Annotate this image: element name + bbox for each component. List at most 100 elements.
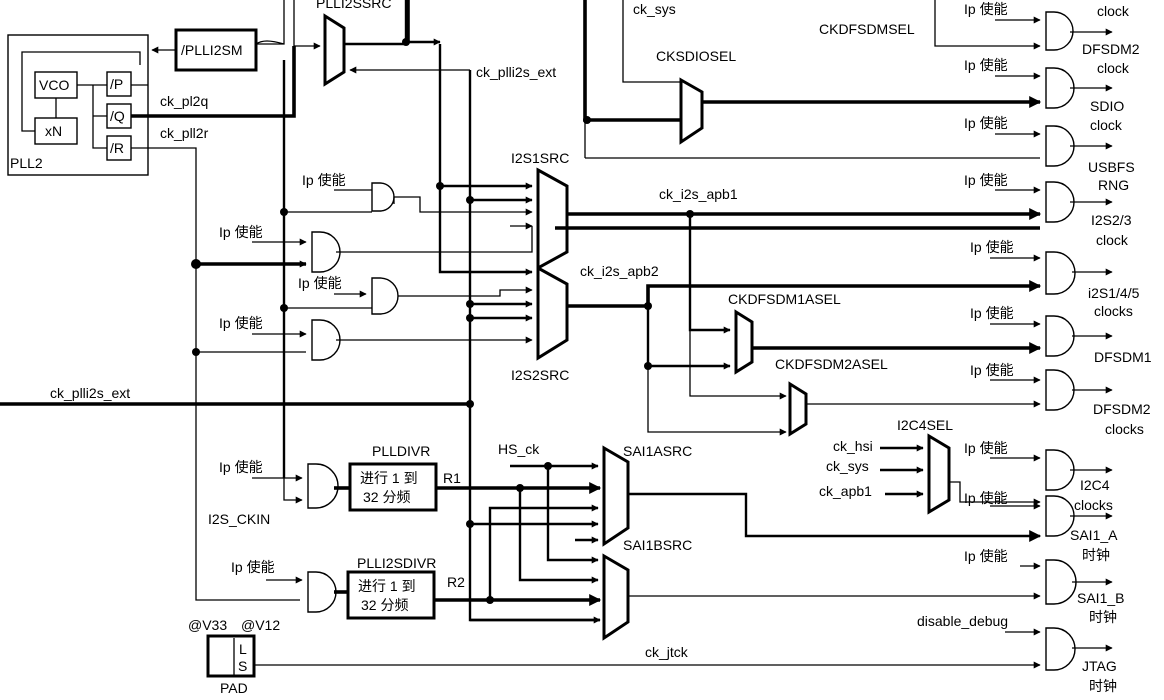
ck-plli2s-ext-label-top: ck_plli2s_ext [476, 64, 556, 80]
div-q-box [106, 103, 132, 129]
ck-apb1-label: ck_apb1 [819, 483, 872, 499]
ip-enable-6: Ip 使能 [231, 559, 275, 575]
and-gate-4 [311, 319, 341, 361]
i2s1src-mux [536, 167, 569, 271]
plldivr-box [348, 462, 438, 512]
ck-i2s-apb1-label: ck_i2s_apb1 [659, 186, 738, 202]
output-gates: Ip 使能 Ip 使能 Ip 使能 Ip 使能 Ip 使能 Ip 使能 Ip 使… [964, 1, 1113, 671]
div-r-label: /R [110, 140, 124, 156]
plli2sm-label: /PLLI2SM [181, 42, 242, 58]
out-label-3a: USBFS [1088, 159, 1135, 175]
and-gate-out-4 [1045, 181, 1075, 223]
ip-enable-out-6: Ip 使能 [970, 305, 1014, 321]
i2c4sel-mux [927, 433, 951, 515]
plldivr-label: PLLDIVR [372, 443, 430, 459]
ip-enable-out-5: Ip 使能 [970, 239, 1014, 255]
out-label-8a: I2C4 [1080, 477, 1110, 493]
ckdfsdm2asel-label: CKDFSDM2ASEL [775, 356, 888, 372]
and-gate-out-2 [1045, 67, 1075, 109]
ck-pll2r-label: ck_pll2r [160, 125, 209, 141]
plli2sm-box [174, 28, 258, 72]
and-gate-out-7 [1045, 369, 1075, 411]
plli2sdivr-text-2: 32 分频 [361, 597, 408, 613]
out-label-5b: clocks [1094, 303, 1133, 319]
i2c4sel-label: I2C4SEL [897, 417, 953, 433]
out-label-10a: SAI1_B [1077, 590, 1124, 606]
ck-jtck-label: ck_jtck [645, 644, 689, 660]
plli2ssrc-label: PLLI2SSRC [316, 0, 391, 11]
r1-label: R1 [443, 470, 461, 486]
and-gate-out-9 [1045, 495, 1075, 537]
ck-sys-label: ck_sys [633, 1, 676, 17]
out-label-1a: DFSDM2 [1082, 41, 1140, 57]
i2s1src-label: I2S1SRC [511, 150, 569, 166]
pad-s-label: S [238, 658, 247, 674]
out-label-11b: 时钟 [1089, 678, 1117, 694]
sai1bsrc-label: SAI1BSRC [623, 537, 692, 553]
plldivr-text-1: 进行 1 到 [360, 470, 418, 486]
div-p-box [106, 71, 132, 97]
and-gate-out-10 [1045, 559, 1077, 605]
and-gate-5 [307, 463, 339, 509]
plldivr-text-2: 32 分频 [363, 489, 410, 505]
and-gate-1 [371, 182, 395, 212]
ckdfsdm2asel-mux [788, 381, 808, 437]
out-label-10b: 时钟 [1089, 609, 1117, 625]
and-gate-out-1 [1045, 11, 1074, 51]
hs-ck-label: HS_ck [498, 441, 540, 457]
pad-box [206, 634, 256, 678]
pad-l-label: L [239, 641, 247, 657]
and-gate-6 [307, 571, 337, 613]
ip-enable-1: Ip 使能 [302, 172, 346, 188]
ip-enable-out-10: Ip 使能 [964, 548, 1008, 564]
plli2ssrc-mux [323, 13, 346, 87]
i2s2src-label: I2S2SRC [511, 367, 569, 383]
plli2sdivr-text-1: 进行 1 到 [358, 578, 416, 594]
out-label-3b: RNG [1098, 177, 1129, 193]
pad-v33-label: @V33 [188, 617, 227, 633]
out-label-0: clock [1097, 3, 1130, 19]
i2s-ckin-label: I2S_CKIN [208, 511, 270, 527]
plli2sdivr-label: PLLI2SDIVR [357, 555, 436, 571]
ip-enable-out-8: Ip 使能 [964, 440, 1008, 456]
cksdiosel-label: CKSDIOSEL [656, 48, 736, 64]
sai1asrc-label: SAI1ASRC [623, 443, 692, 459]
out-label-2b: clock [1090, 117, 1123, 133]
and-gate-3 [371, 277, 399, 315]
disable-debug-label: disable_debug [917, 613, 1008, 629]
ck-plli2s-ext-label: ck_plli2s_ext [50, 385, 130, 401]
out-label-2a: SDIO [1090, 98, 1124, 114]
ckdfsdm1asel-mux [734, 309, 754, 375]
ip-enable-5: Ip 使能 [219, 459, 263, 475]
ip-enable-3: Ip 使能 [298, 275, 342, 291]
out-label-7b: clocks [1105, 421, 1144, 437]
and-gate-out-11 [1045, 627, 1076, 671]
out-label-5a: i2S1/4/5 [1088, 285, 1140, 301]
pll2-block: PLL2 VCO xN /P /Q /R [7, 34, 149, 176]
ip-enable-4: Ip 使能 [219, 315, 263, 331]
out-label-9b: 时钟 [1082, 547, 1110, 563]
pad-v12-label: @V12 [241, 617, 280, 633]
ckdfsdm1asel-label: CKDFSDM1ASEL [728, 291, 841, 307]
out-label-4b: clock [1096, 232, 1129, 248]
vco-label: VCO [39, 77, 69, 93]
out-label-4a: I2S2/3 [1091, 212, 1132, 228]
ip-enable-out-7: Ip 使能 [970, 362, 1014, 378]
ip-enable-out-9: Ip 使能 [964, 490, 1008, 506]
out-label-1b: clock [1097, 60, 1130, 76]
out-label-7a: DFSDM2 [1093, 401, 1151, 417]
ip-enable-out-3: Ip 使能 [964, 115, 1008, 131]
pll2-label: PLL2 [10, 155, 43, 171]
sai1bsrc-mux [602, 553, 630, 641]
r2-label: R2 [447, 574, 465, 590]
i2s2src-mux [536, 265, 569, 361]
ckdfsdmsel-label: CKDFSDMSEL [819, 21, 915, 37]
ck-hsi-label: ck_hsi [833, 438, 873, 454]
out-label-8b: clocks [1074, 497, 1113, 513]
and-gate-2 [311, 231, 341, 273]
ck-pl2q-label: ck_pl2q [160, 93, 208, 109]
and-gate-out-3 [1045, 125, 1075, 167]
xn-label: xN [45, 123, 62, 139]
div-q-label: /Q [110, 108, 125, 124]
